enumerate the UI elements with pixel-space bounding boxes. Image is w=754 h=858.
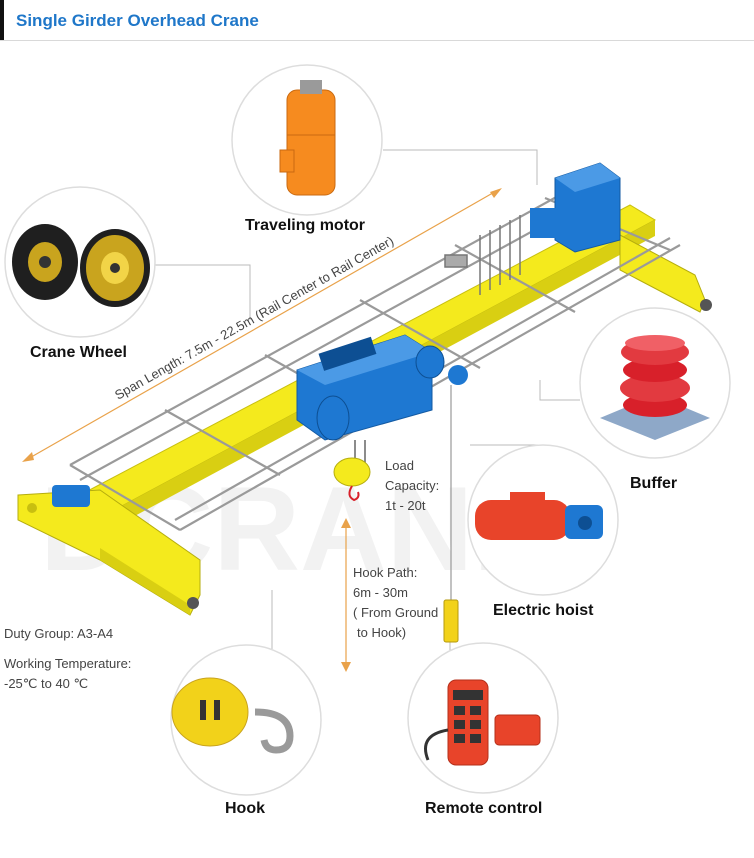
duty-group: Duty Group: A3-A4 xyxy=(4,626,114,641)
header-accent-bar xyxy=(0,0,4,40)
load-capacity-line3: 1t - 20t xyxy=(385,498,426,513)
callout-buffer xyxy=(579,307,731,459)
label-electric-hoist: Electric hoist xyxy=(493,602,594,619)
label-hook: Hook xyxy=(225,800,265,817)
callout-traveling-motor xyxy=(231,64,383,216)
hook-path-arrow xyxy=(341,518,351,672)
header: Single Girder Overhead Crane xyxy=(0,0,754,41)
hook-path-line2: 6m - 30m xyxy=(353,585,408,600)
label-traveling-motor: Traveling motor xyxy=(245,217,366,234)
callout-remote-control xyxy=(407,642,559,794)
label-buffer: Buffer xyxy=(630,475,678,492)
load-capacity-line2: Capacity: xyxy=(385,478,440,493)
label-remote-control: Remote control xyxy=(425,800,543,817)
span-length-arrow xyxy=(22,188,502,462)
callout-hook xyxy=(170,644,322,796)
hook-path-line3: ( From Ground xyxy=(353,605,439,620)
page-title: Single Girder Overhead Crane xyxy=(16,11,259,30)
load-capacity-line1: Load xyxy=(385,458,414,473)
callout-crane-wheel xyxy=(4,186,156,338)
electric-hoist-trolley xyxy=(296,334,468,643)
working-temperature-value: -25℃ to 40 ℃ xyxy=(4,676,89,691)
electrical-control-box xyxy=(530,162,621,253)
cable-festoon xyxy=(444,215,521,295)
working-temperature-label: Working Temperature: xyxy=(4,656,132,671)
label-crane-wheel: Crane Wheel xyxy=(30,344,127,361)
hook-path-line4: to Hook) xyxy=(357,625,407,640)
hook-path-line1: Hook Path: xyxy=(353,565,418,580)
callout-electric-hoist xyxy=(467,444,619,596)
